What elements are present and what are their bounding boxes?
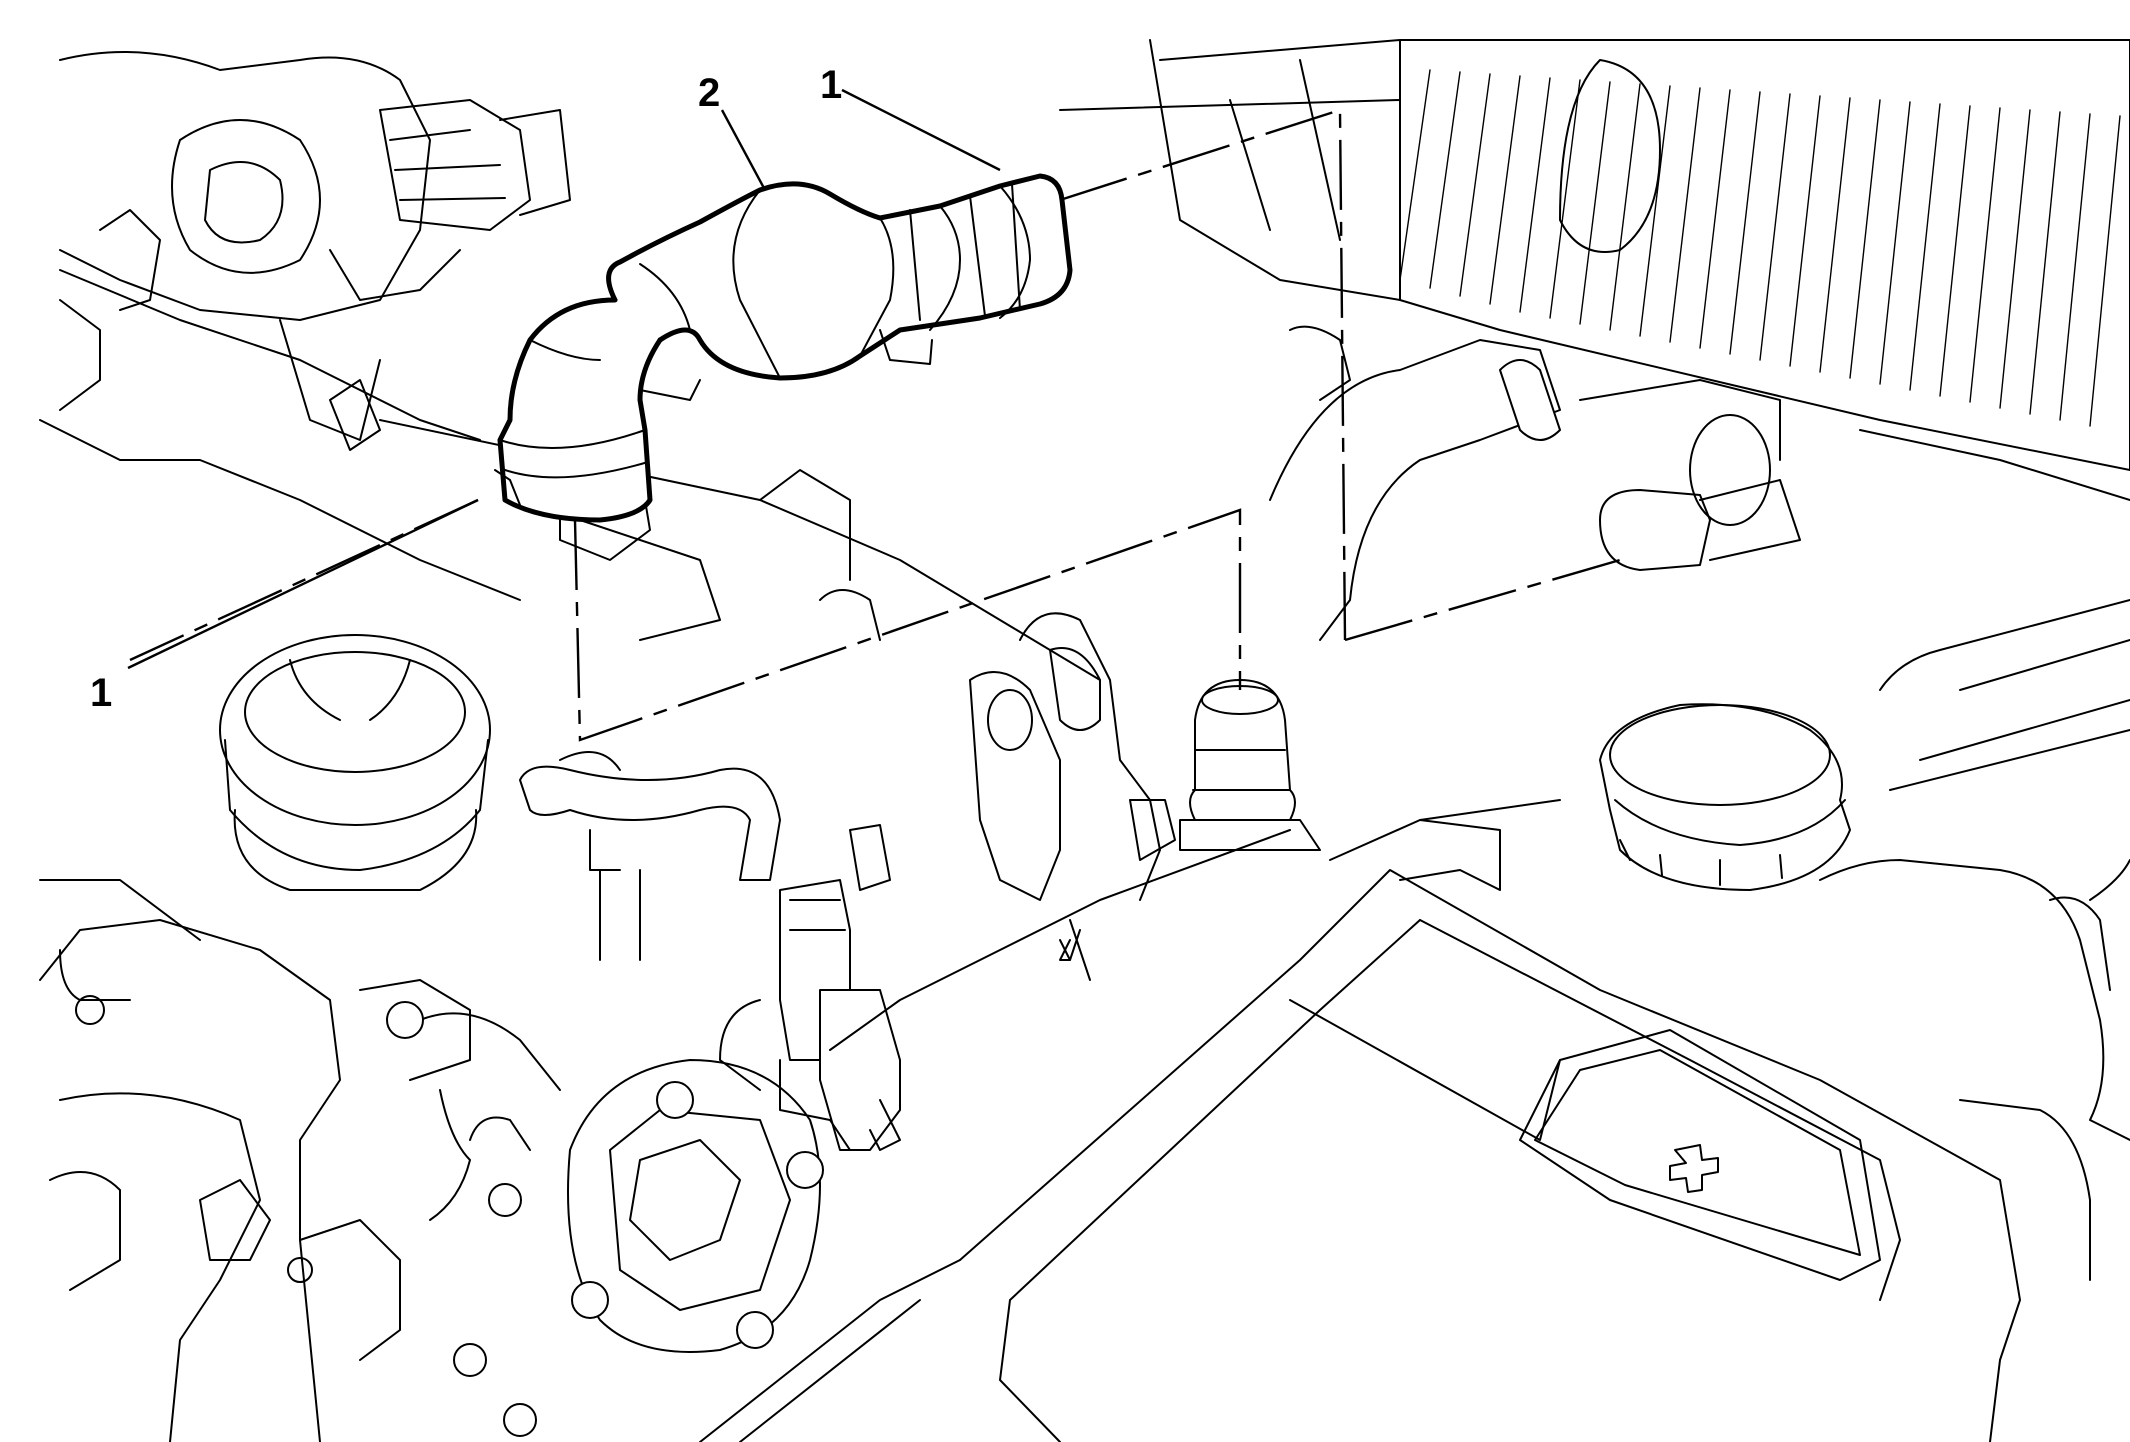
- oil-fill-cap-left: [219, 634, 491, 891]
- manifold-fittings: [1269, 325, 2130, 641]
- leader-item-1-left: [127, 498, 479, 670]
- engine-cover-right: [1819, 599, 2130, 1281]
- engine-block-lower-left: [39, 879, 401, 1442]
- callout-item-1-left: 1: [90, 671, 112, 715]
- callout-item-2: 2: [698, 71, 720, 115]
- sensor-connector: [719, 824, 901, 1151]
- callout-leaders: [127, 88, 1001, 670]
- battery-box: [699, 799, 2021, 1442]
- oil-fill-cap-right: [1599, 703, 1851, 891]
- leader-item-1-top: [841, 88, 1001, 172]
- small-vacuum-hose: [519, 751, 781, 961]
- intake-manifold-fins: [1059, 39, 2130, 471]
- throttle-body-cluster: [39, 51, 571, 601]
- pcv-valve-receptacle: [1019, 612, 1321, 981]
- water-outlet-housing: [359, 979, 824, 1437]
- pcv-hose-assembly: [494, 173, 1073, 523]
- leader-item-2: [720, 109, 767, 191]
- callout-item-1-top: 1: [820, 63, 842, 107]
- valve-cover-left: [379, 419, 1101, 681]
- bracket-center: [969, 671, 1081, 961]
